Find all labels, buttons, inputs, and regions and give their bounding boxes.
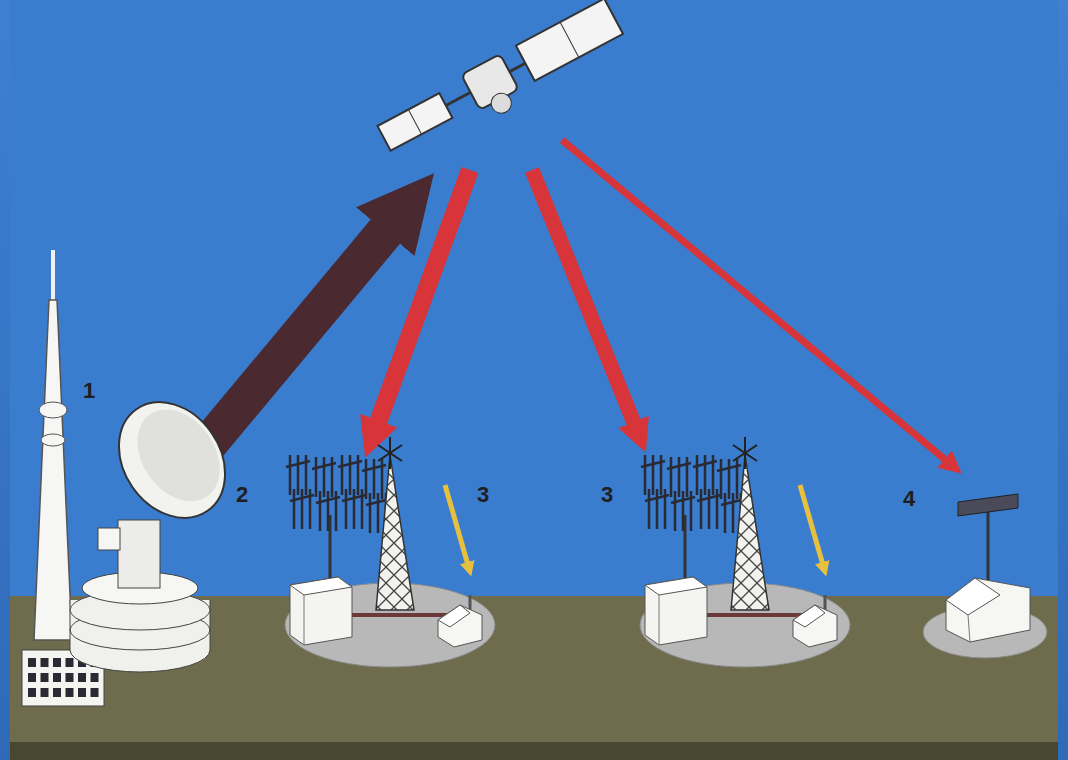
callout-number: 1 [83, 380, 95, 402]
callout-number: 4 [903, 488, 915, 510]
callout-number: 3 [601, 484, 613, 506]
callout-number: 2 [236, 484, 248, 506]
callout-number: 3 [477, 484, 489, 506]
